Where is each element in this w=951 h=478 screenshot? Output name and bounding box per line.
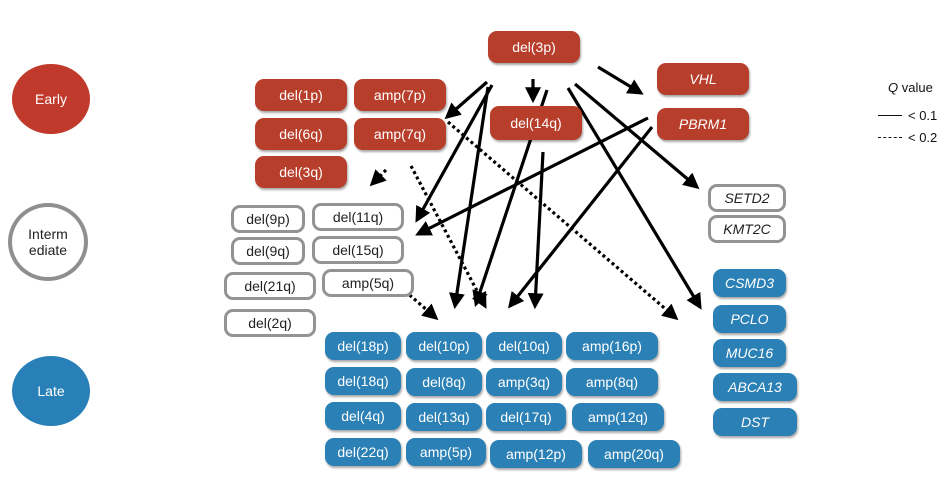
- node-amp-16p: amp(16p): [566, 332, 658, 360]
- node-abca13: ABCA13: [713, 373, 797, 401]
- node-del-8q: del(8q): [406, 368, 482, 396]
- node-del-2q: del(2q): [224, 309, 316, 337]
- node-del-14q: del(14q): [490, 106, 582, 140]
- node-amp-3q: amp(3q): [486, 368, 562, 396]
- node-del-10p: del(10p): [406, 332, 482, 360]
- legend-title: Q value: [888, 80, 933, 95]
- node-pbrm1: PBRM1: [657, 108, 749, 140]
- legend-solid-line: [878, 115, 902, 116]
- stage-intermediate: Interm ediate: [8, 203, 88, 281]
- node-del-6q: del(6q): [255, 118, 347, 150]
- stage-early-label: Early: [35, 91, 67, 107]
- stage-late-label: Late: [37, 383, 65, 399]
- node-amp-12q: amp(12q): [572, 403, 664, 431]
- edge-amp7p-to-PCLO: [446, 120, 679, 321]
- node-del-10q: del(10q): [486, 332, 562, 360]
- legend-dashed-line: [878, 137, 902, 138]
- edge-amp7q-to-del11q: [369, 168, 388, 187]
- node-csmd3: CSMD3: [713, 269, 786, 297]
- edge-PBRM1-to-del10q: [508, 126, 654, 309]
- edge-del3p-to-del18p: [448, 86, 490, 310]
- legend-solid: < 0.1: [878, 108, 937, 123]
- node-pclo: PCLO: [713, 305, 786, 333]
- node-amp-8q: amp(8q): [566, 368, 658, 396]
- legend-title-q: Q: [888, 80, 899, 95]
- edge-del3p-to-VHL: [597, 65, 644, 95]
- legend-dashed: < 0.2: [878, 130, 937, 145]
- node-del-3q: del(3q): [255, 156, 347, 188]
- node-amp-5p: amp(5p): [406, 438, 486, 466]
- stage-early: Early: [12, 64, 90, 134]
- edge-del3p-to-SETD2: [573, 82, 700, 190]
- legend-title-rest: value: [898, 80, 933, 95]
- edge-PBRM1-to-del15q: [415, 116, 649, 236]
- node-del-9q: del(9q): [231, 237, 305, 265]
- edge-amp7q-to-del10p: [409, 165, 487, 309]
- stage-late: Late: [12, 356, 90, 426]
- edge-del3p-to-del11q: [415, 84, 494, 223]
- node-del-11q: del(11q): [312, 203, 404, 231]
- edge-del3p-to-amp7q: [444, 80, 489, 120]
- node-setd2: SETD2: [708, 184, 786, 212]
- node-amp-7q: amp(7q): [354, 118, 446, 150]
- edge-del14q-to-del10q: [527, 151, 545, 310]
- node-del-15q: del(15q): [312, 236, 404, 264]
- stage-intermediate-label: Interm ediate: [28, 226, 68, 258]
- node-del-18p: del(18p): [325, 332, 401, 360]
- edge-del3p-to-PCLO: [566, 87, 702, 310]
- node-del-21q: del(21q): [224, 272, 316, 300]
- legend-solid-label: < 0.1: [908, 108, 938, 123]
- node-amp-20q: amp(20q): [588, 440, 680, 468]
- node-dst: DST: [713, 408, 797, 436]
- node-del-22q: del(22q): [325, 438, 401, 466]
- node-del-18q: del(18q): [325, 367, 401, 395]
- node-amp-5q: amp(5q): [322, 269, 414, 297]
- legend-dashed-label: < 0.2: [908, 130, 938, 145]
- node-del-9p: del(9p): [231, 205, 305, 233]
- node-del-3p: del(3p): [488, 31, 580, 63]
- node-del-17q: del(17q): [486, 403, 566, 431]
- node-del-1p: del(1p): [255, 79, 347, 111]
- edge-amp5q-to-del18p: [403, 289, 439, 321]
- node-amp-12p: amp(12p): [490, 440, 582, 468]
- node-del-4q: del(4q): [325, 402, 401, 430]
- node-kmt2c: KMT2C: [708, 215, 786, 243]
- node-amp-7p: amp(7p): [354, 79, 446, 111]
- node-vhl: VHL: [657, 63, 749, 95]
- node-muc16: MUC16: [713, 339, 786, 367]
- node-del-13q: del(13q): [406, 403, 482, 431]
